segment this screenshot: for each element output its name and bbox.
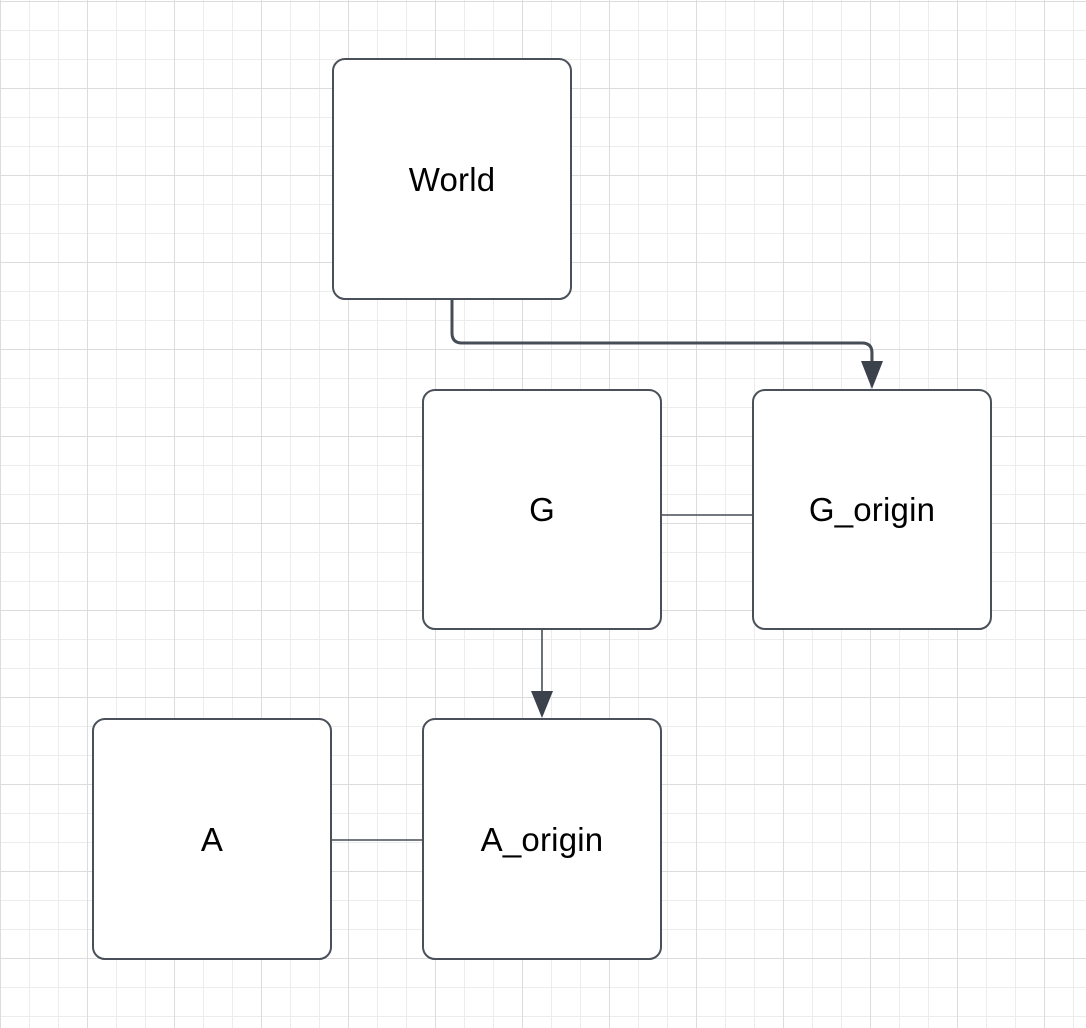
node-a-origin-label: A_origin [480, 820, 604, 858]
node-world[interactable]: World [332, 58, 572, 300]
edge-world-to-g-origin [450, 300, 874, 362]
node-world-label: World [408, 160, 496, 198]
node-a-origin[interactable]: A_origin [422, 718, 662, 960]
node-g-origin-label: G_origin [808, 491, 936, 528]
node-a[interactable]: A [92, 718, 332, 960]
arrowhead-world-to-g-origin [861, 361, 883, 389]
node-g[interactable]: G [422, 389, 662, 630]
node-g-origin[interactable]: G_origin [752, 389, 992, 630]
node-g-label: G [529, 491, 555, 528]
node-a-label: A [200, 820, 224, 858]
arrowhead-g-to-a-origin [531, 691, 553, 718]
